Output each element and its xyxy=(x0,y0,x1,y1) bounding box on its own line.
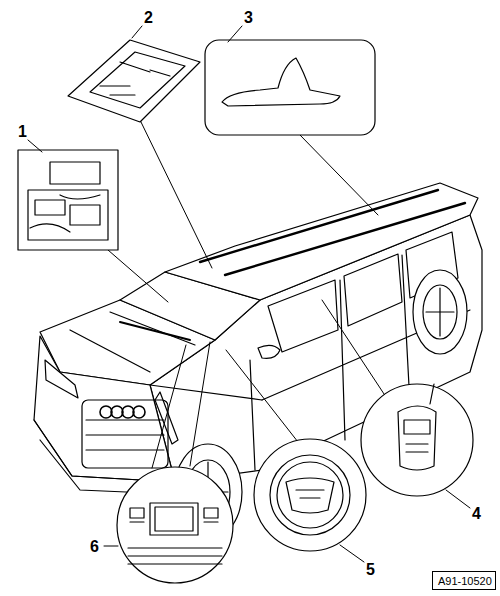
inset-control-unit xyxy=(18,150,118,250)
callout-number: 3 xyxy=(244,10,253,26)
inset-display-unit xyxy=(117,467,233,583)
callout-number: 1 xyxy=(18,124,27,140)
callout-number: 4 xyxy=(472,506,481,522)
callout-number: 2 xyxy=(144,10,153,26)
figure-id-box: A91-10520 xyxy=(432,571,496,590)
figure-id-text: A91-10520 xyxy=(438,576,490,587)
inset-roof-module xyxy=(68,40,200,122)
inset-roof-antenna xyxy=(205,40,375,135)
callout-number: 5 xyxy=(366,562,375,578)
inset-mobile-phone xyxy=(361,384,473,496)
callout-number: 6 xyxy=(90,539,99,555)
inset-steering-wheel xyxy=(254,439,366,551)
